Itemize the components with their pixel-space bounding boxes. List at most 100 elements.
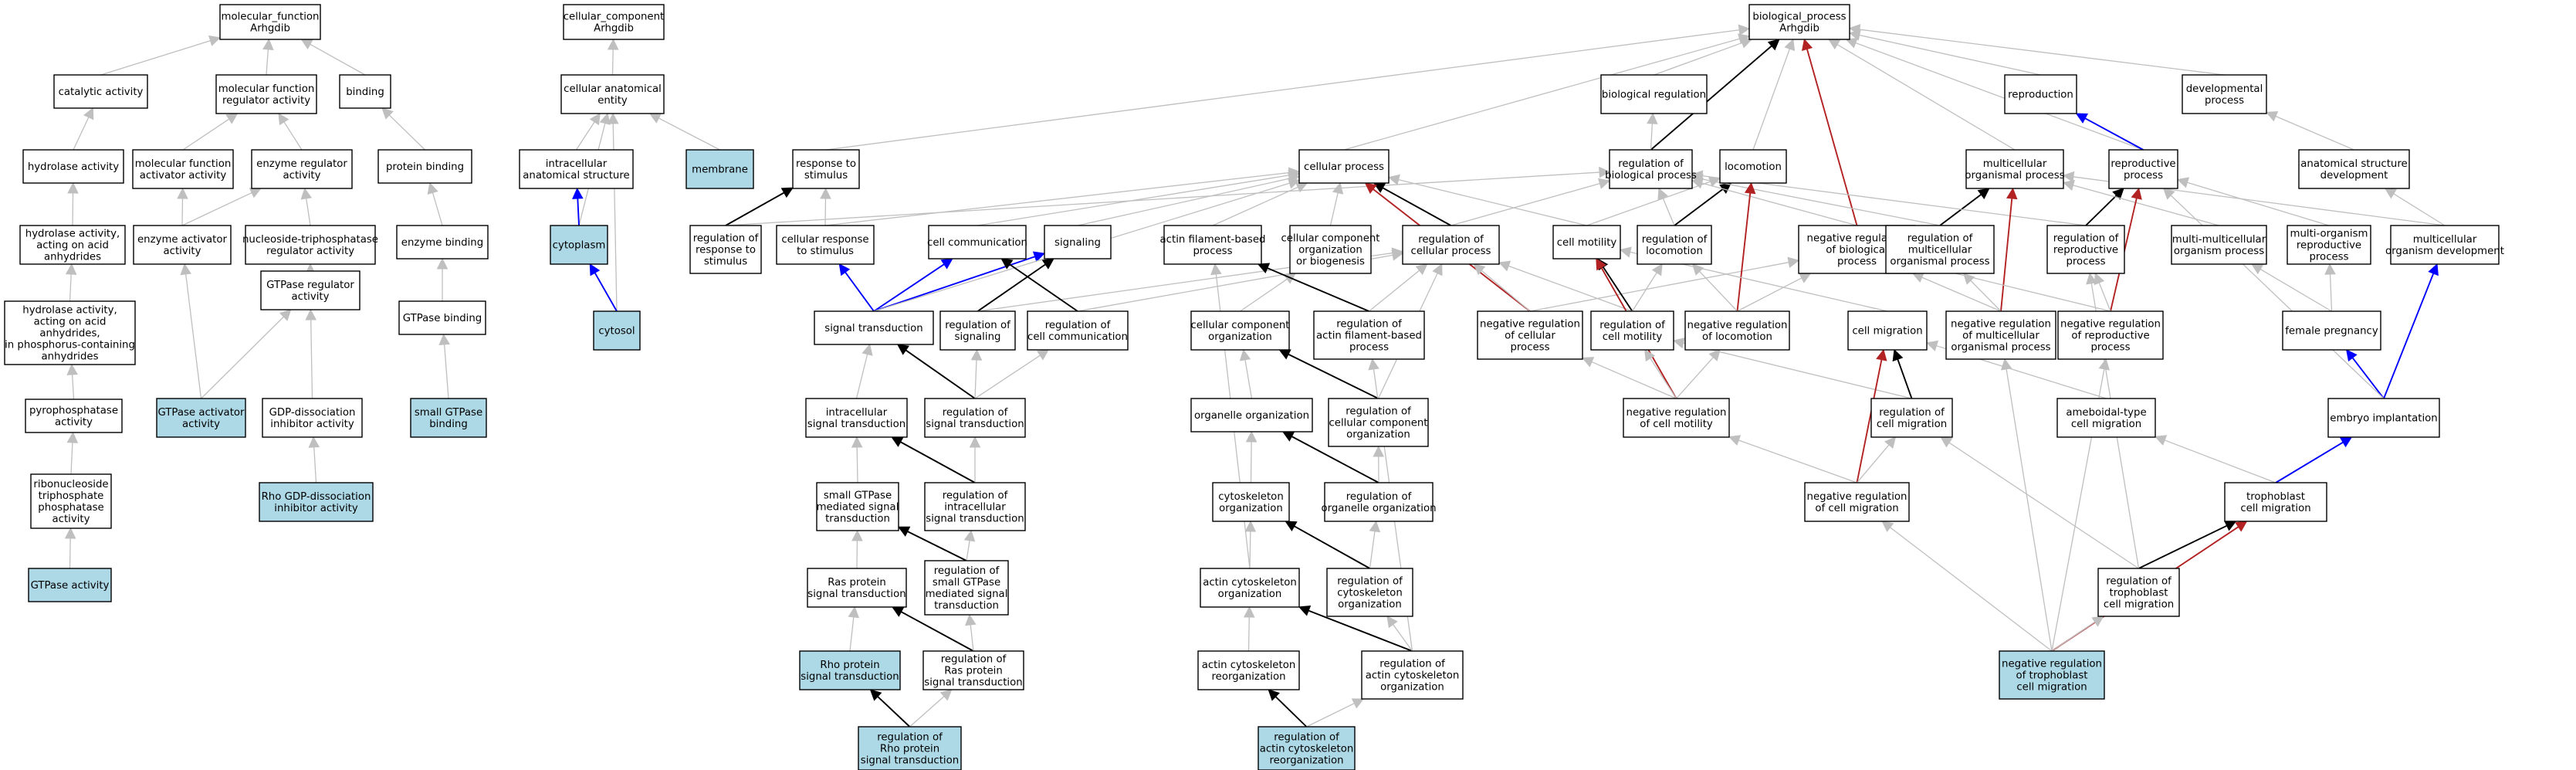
edge-arrowhead [1644,349,1656,362]
node-label-line: inhibitor activity [274,503,358,514]
node-box [2057,310,2164,360]
node-box [410,398,487,438]
node-label-line: signal transduction [861,755,959,767]
edge-arrowhead [2075,113,2089,124]
node-label-line: regulation of [1907,233,1973,245]
edge-arrowhead [66,363,78,375]
edge-line [1247,616,1250,652]
node-box [1804,482,1910,522]
edge-arrowhead [66,431,79,443]
edge-regulates [2085,188,2124,226]
edge-arrowhead [1364,182,1377,195]
edge-line [970,624,974,652]
edge-is-a [1752,38,1796,151]
node-label-line: mediated signal [817,502,899,514]
edge-line [974,354,1041,399]
edge-regulates [1257,263,1369,312]
edge-arrowhead [869,689,882,701]
node-label-line: organism development [2385,246,2504,257]
edge-line [1294,525,1370,569]
edge-arrowhead [225,113,239,124]
edge-is-a [1857,436,1897,483]
edge-line [2051,621,2096,652]
go-term-node-membrane: membrane [685,149,754,189]
node-label-line: GTPase regulator [266,280,354,291]
edge-is-a [963,529,976,561]
node-label-line: triphosphate [39,490,104,502]
go-term-node-orgorg: organelle organization [1190,398,1313,432]
edge-negatively-regulates [1856,348,1887,483]
edge-line [1855,42,2144,151]
edge-regulates [725,187,794,226]
node-box [1044,225,1112,259]
edge-negatively-regulates [1802,38,1858,226]
edge-arrowhead [2345,349,2358,362]
node-label-line: reproductive [2053,245,2118,256]
edge-arrowhead [1041,258,1054,270]
node-label-line: cellular response [781,234,868,246]
edge-line [1306,703,1355,728]
edge-line [577,198,580,226]
edge-line [1701,175,2087,226]
node-label-line: regulation of [1618,158,1684,170]
edge-line [2351,357,2385,399]
node-label-line: small GTPase [415,407,482,419]
node-label-line: cytosol [598,326,635,338]
node-label-line: entity [597,95,628,107]
edge-arrowhead [599,112,611,125]
node-label-line: reorganization [1269,755,1343,767]
edge-is-a [820,187,831,226]
edge-arrowhead [1598,178,1611,189]
edge-arrowhead [1619,246,1632,258]
edge-arrowhead [848,605,860,619]
node-label-line: cell migration [2240,503,2310,514]
edge-is-a [974,349,1050,399]
edge-line [594,272,618,312]
node-box [816,482,899,531]
edge-arrowhead [427,181,438,195]
node-label-line: in phosphorus-containing [5,340,135,351]
edge-is-a [66,431,79,475]
edge-line [182,118,230,151]
node-label-line: Arhgdib [1779,23,1819,35]
edge-arrowhead [1738,33,1751,45]
edge-line [824,171,1290,226]
node-label-line: activity [291,291,329,303]
node-box [1258,726,1356,770]
edge-arrowhead [970,348,983,361]
edge-arrowhead [2162,188,2175,200]
edge-is-a [1881,521,2053,652]
node-label-line: cellular component [1329,418,1427,429]
node-label-line: GTPase activity [31,580,110,592]
edge-arrowhead [1498,260,1511,272]
node-label-line: to stimulus [797,246,854,257]
node-label-line: membrane [692,165,748,176]
edge-line [310,43,366,76]
node-label-line: cell migration [2104,599,2174,611]
node-box [924,482,1026,531]
node-label-line: signal transduction [926,514,1024,525]
node-box [245,225,376,265]
edge-line [2329,273,2333,312]
edge-is-a [2176,177,2330,226]
edge-is-a [2162,188,2385,399]
node-box [1324,482,1434,522]
node-label-line: Rho GDP-dissociation [262,491,371,503]
node-box [398,300,486,335]
node-box [28,568,112,602]
edge-is-a [300,39,366,76]
